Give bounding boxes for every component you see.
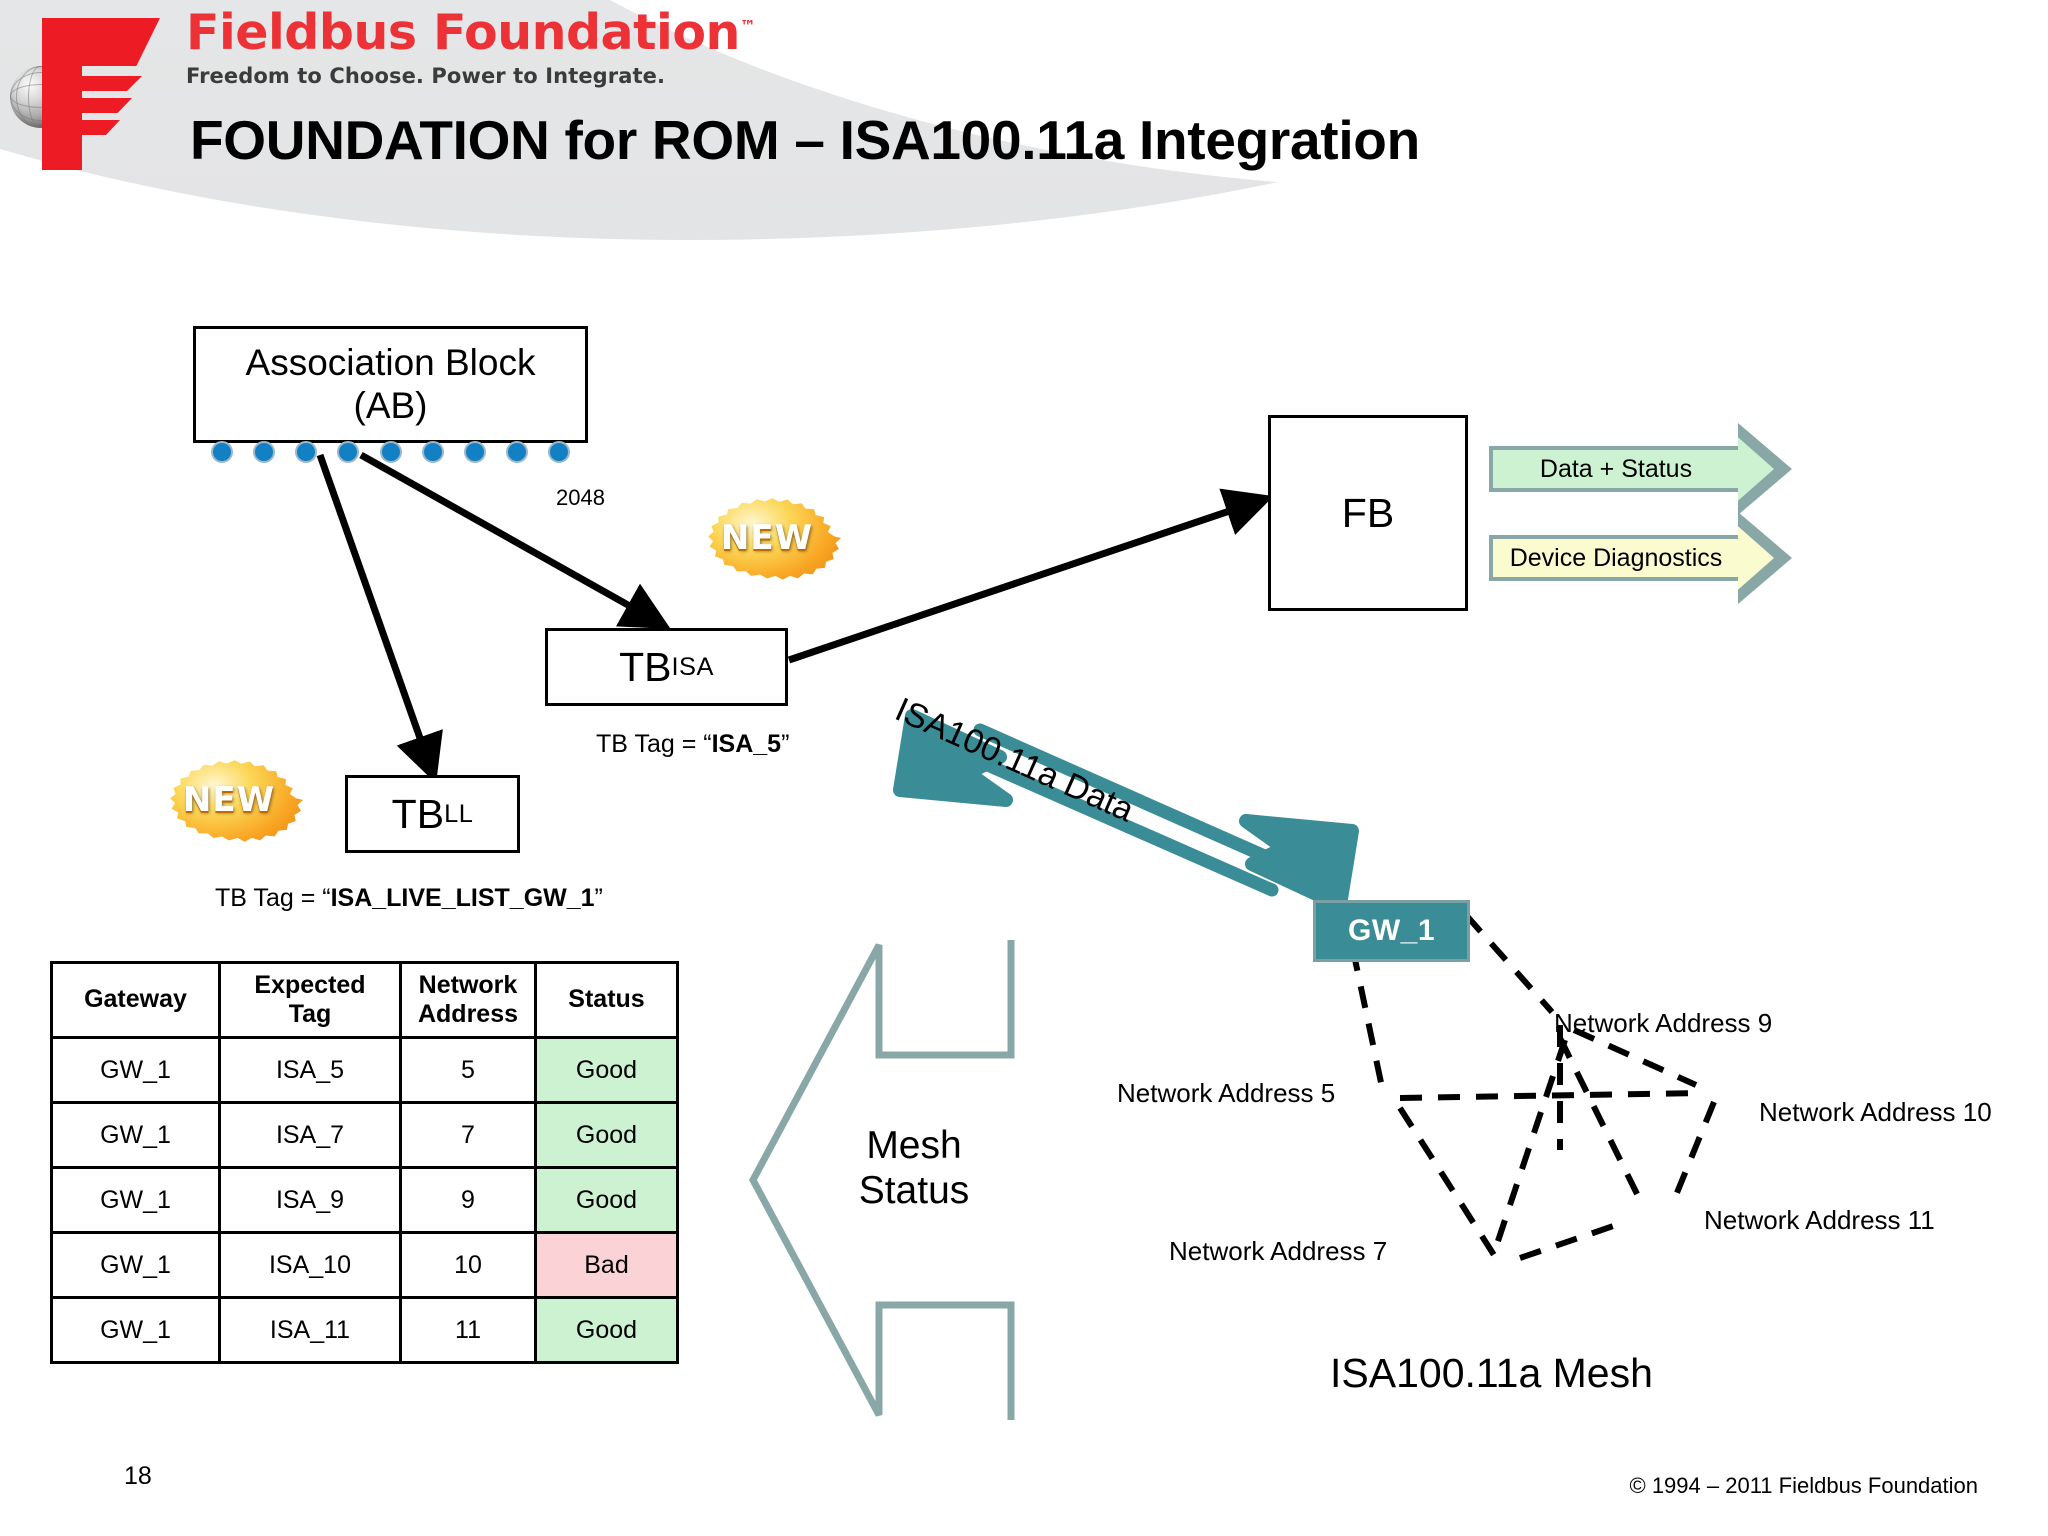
cell-network-address: 10: [399, 1231, 537, 1299]
association-block[interactable]: Association Block (AB): [193, 326, 588, 443]
arrow-head-icon: [1738, 423, 1792, 515]
wire-ab-to-tbll: [316, 453, 443, 784]
isa100-data-label: ISA100.11a Data: [890, 690, 1140, 829]
page-title: FOUNDATION for ROM – ISA100.11a Integrat…: [190, 108, 1420, 172]
fieldbus-foundation-logo: [8, 6, 176, 176]
new-badge-label: NEW: [720, 518, 814, 558]
tb-isa-tag-prefix: TB Tag = “: [596, 730, 712, 758]
mesh-node-5-label: Network Address 5: [1117, 1078, 1336, 1108]
association-block-connector-dot[interactable]: [295, 441, 318, 463]
mesh-status-line1: Mesh: [866, 1124, 962, 1167]
cell-status: Bad: [534, 1231, 679, 1299]
mesh-gateway-label: GW_1: [1347, 914, 1436, 947]
association-block-index-label: 2048: [556, 485, 605, 510]
mesh-status-arrow: Mesh Status: [727, 925, 1027, 1440]
cell-expected-tag: ISA_9: [218, 1166, 402, 1234]
tb-isa-main: TB: [619, 643, 672, 690]
brand-tagline: Freedom to Choose. Power to Integrate.: [186, 64, 666, 88]
mesh-node-7-label: Network Address 7: [1169, 1236, 1388, 1266]
column-header-gateway: Gateway: [50, 961, 221, 1039]
tb-isa-tag-value: ISA_5: [711, 730, 782, 758]
association-block-connectors: [193, 441, 588, 463]
association-block-connector-dot[interactable]: [211, 441, 233, 463]
cell-network-address: 5: [399, 1036, 537, 1104]
cell-status: Good: [534, 1101, 679, 1169]
wire-ab-to-tbisa: [359, 451, 671, 630]
mesh-status-line2: Status: [858, 1169, 970, 1213]
column-header-status: Status: [534, 961, 679, 1039]
mesh-status-arrow-label: Mesh Status: [819, 1123, 1009, 1213]
cell-expected-tag: ISA_11: [218, 1296, 402, 1364]
tb-isa-tag-label: TB Tag = “ISA_5”: [596, 730, 789, 759]
new-badge-tb-isa: NEW: [693, 490, 841, 586]
tb-isa-tag-suffix: ”: [781, 730, 790, 758]
tb-ll-tag-prefix: TB Tag = “: [215, 884, 331, 912]
tb-ll-subscript: LL: [444, 799, 474, 828]
data-status-arrow-label: Data + Status: [1489, 446, 1739, 492]
cell-gateway: GW_1: [50, 1166, 221, 1234]
association-block-connector-dot[interactable]: [337, 441, 360, 463]
association-block-connector-dot[interactable]: [253, 441, 276, 463]
cell-gateway: GW_1: [50, 1036, 221, 1104]
mesh-caption: ISA100.11a Mesh: [1330, 1350, 1653, 1396]
isa100-mesh-diagram: GW_1: [1230, 840, 2010, 1260]
page-number: 18: [124, 1462, 152, 1490]
brand-name: Fieldbus Foundation™: [186, 4, 756, 61]
association-block-connector-dot[interactable]: [548, 441, 570, 463]
device-diagnostics-arrow: Device Diagnostics: [1489, 512, 1792, 604]
device-diagnostics-arrow-label: Device Diagnostics: [1489, 535, 1739, 581]
mesh-gateway-node[interactable]: GW_1: [1313, 900, 1470, 962]
tb-ll-tag-suffix: ”: [594, 884, 603, 912]
tb-isa-subscript: ISA: [671, 652, 714, 681]
tb-ll-tag-value: ISA_LIVE_LIST_GW_1: [330, 884, 595, 912]
new-badge-tb-ll: NEW: [155, 752, 303, 848]
copyright-notice: © 1994 – 2011 Fieldbus Foundation: [1629, 1473, 1979, 1498]
mesh-node-11-label: Network Address 11: [1704, 1205, 1935, 1235]
cell-gateway: GW_1: [50, 1296, 221, 1364]
tb-ll-main: TB: [391, 790, 445, 837]
cell-gateway: GW_1: [50, 1101, 221, 1169]
data-status-arrow: Data + Status: [1489, 423, 1792, 515]
mesh-node-10-label: Network Address 10: [1759, 1097, 1992, 1127]
new-badge-label: NEW: [182, 780, 276, 820]
cell-network-address: 9: [399, 1166, 537, 1234]
fb-block[interactable]: FB: [1268, 415, 1468, 611]
association-block-connector-dot[interactable]: [505, 441, 528, 463]
tb-ll-tag-label: TB Tag = “ISA_LIVE_LIST_GW_1”: [215, 884, 603, 913]
wire-tbisa-to-fb: [787, 488, 1274, 664]
cell-expected-tag: ISA_7: [218, 1101, 402, 1169]
cell-status: Good: [534, 1296, 679, 1364]
association-block-line1: Association Block: [245, 341, 536, 383]
cell-expected-tag: ISA_10: [218, 1231, 402, 1299]
cell-network-address: 7: [399, 1101, 537, 1169]
cell-status: Good: [534, 1166, 679, 1234]
fb-label: FB: [1341, 489, 1395, 536]
trademark-symbol: ™: [739, 16, 756, 36]
mesh-node-9-label: Network Address 9: [1554, 1008, 1773, 1038]
association-block-connector-dot[interactable]: [379, 441, 402, 463]
association-block-connector-dot[interactable]: [463, 441, 486, 463]
association-block-line2: (AB): [353, 384, 428, 426]
cell-expected-tag: ISA_5: [218, 1036, 402, 1104]
association-block-connector-dot[interactable]: [421, 441, 444, 463]
cell-gateway: GW_1: [50, 1231, 221, 1299]
arrow-head-icon: [1738, 512, 1792, 604]
cell-status: Good: [534, 1036, 679, 1104]
brand-lockup: Fieldbus Foundation™ Freedom to Choose. …: [186, 4, 756, 88]
cell-network-address: 11: [399, 1296, 537, 1364]
page-title-text: FOUNDATION for ROM – ISA100.11a Integrat…: [190, 109, 1420, 171]
